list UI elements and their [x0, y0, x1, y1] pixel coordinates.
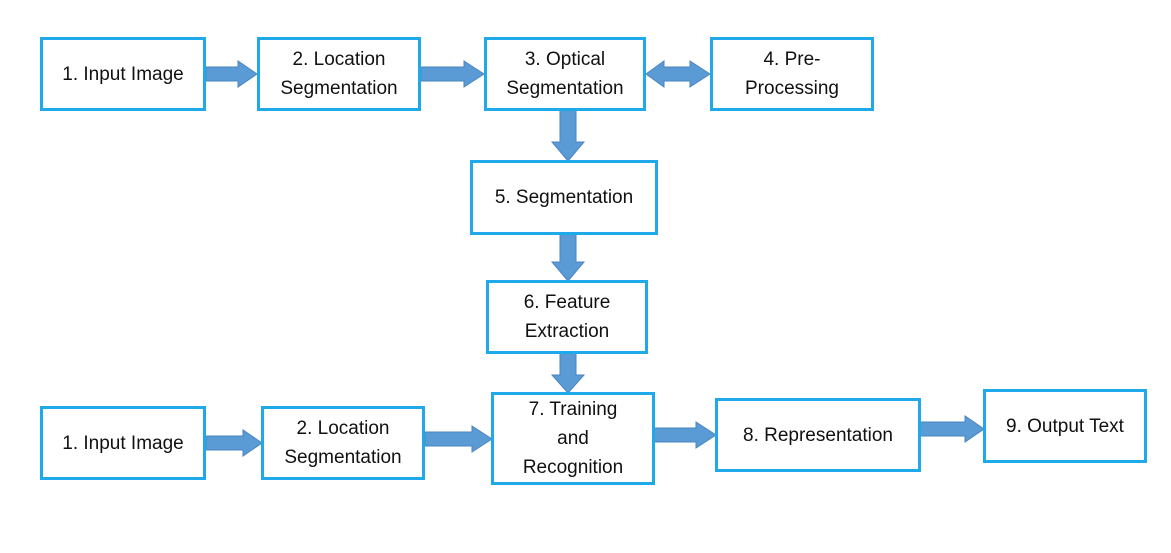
node-label: 2. Location Segmentation: [280, 49, 398, 99]
arrow-location-to-optical: [420, 60, 485, 88]
node-label: 1. Input Image: [62, 63, 184, 85]
node-optical-segmentation: 3. Optical Segmentation: [484, 37, 646, 111]
node-output-text: 9. Output Text: [983, 389, 1147, 463]
node-label: 1. Input Image: [62, 432, 184, 454]
node-label: 3. Optical Segmentation: [506, 49, 624, 99]
node-training-recognition: 7. Training and Recognition: [491, 392, 655, 485]
node-label: 2. Location Segmentation: [284, 418, 402, 468]
arrow-optical-to-segmentation: [550, 109, 586, 162]
node-label: 6. Feature Extraction: [523, 292, 611, 342]
node-location-segmentation-bottom: 2. Location Segmentation: [261, 406, 425, 480]
node-pre-processing: 4. Pre- Processing: [710, 37, 874, 111]
arrow-input-to-location-bottom: [205, 429, 263, 457]
node-label: 4. Pre- Processing: [745, 49, 839, 99]
arrow-location-to-training: [424, 425, 493, 453]
arrow-training-to-representation: [653, 421, 717, 449]
node-segmentation: 5. Segmentation: [470, 160, 658, 235]
node-label: 7. Training and Recognition: [522, 399, 624, 478]
arrow-input-to-location-top: [205, 60, 258, 88]
node-feature-extraction: 6. Feature Extraction: [486, 280, 648, 354]
node-input-image-bottom: 1. Input Image: [40, 406, 206, 480]
node-location-segmentation-top: 2. Location Segmentation: [257, 37, 421, 111]
node-representation: 8. Representation: [715, 398, 921, 472]
arrow-representation-to-output: [919, 415, 985, 443]
node-label: 8. Representation: [743, 424, 893, 446]
arrow-segmentation-to-feature: [550, 233, 586, 282]
node-input-image-top: 1. Input Image: [40, 37, 206, 111]
arrow-optical-pre-processing-double: [645, 60, 711, 88]
node-label: 5. Segmentation: [494, 187, 634, 208]
arrow-feature-to-training: [550, 352, 586, 394]
node-label: 9. Output Text: [1006, 415, 1124, 437]
